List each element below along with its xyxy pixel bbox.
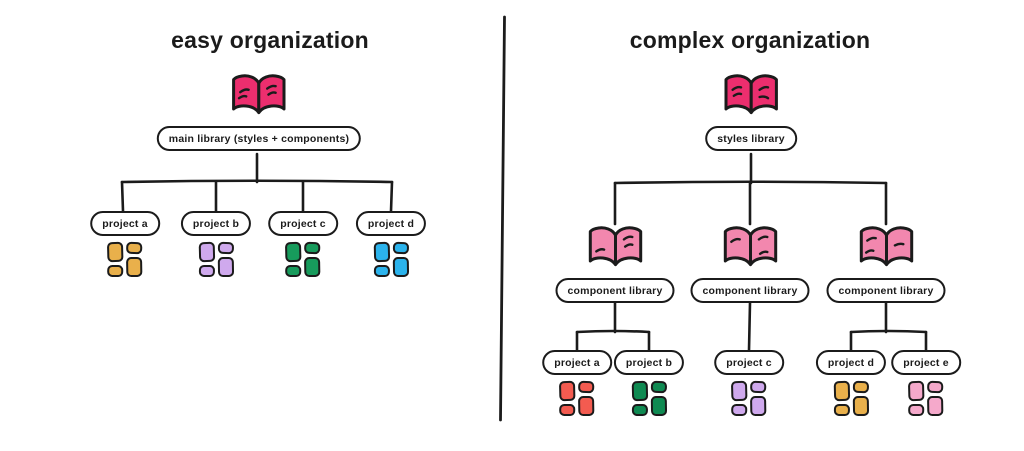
project-pill: project a	[542, 350, 612, 376]
component-swatch	[559, 380, 576, 402]
project-pill: project b	[613, 350, 685, 376]
component-swatch	[908, 380, 925, 402]
component-library-pill: component library	[690, 278, 810, 304]
component-swatch	[908, 403, 925, 417]
component-swatch	[650, 380, 667, 394]
component-swatch	[198, 264, 215, 278]
component-swatch	[559, 403, 576, 417]
library-book-icon	[585, 223, 645, 275]
project-node: project a	[90, 211, 160, 278]
project-node: project c	[714, 350, 784, 417]
component-swatch	[373, 241, 390, 263]
component-swatches	[373, 241, 409, 278]
project-node: project a	[542, 350, 612, 417]
component-swatch	[304, 256, 321, 278]
component-swatch	[217, 256, 234, 278]
project-node: project e	[891, 350, 961, 417]
project-pill: project d	[815, 350, 887, 376]
component-swatch	[927, 380, 944, 394]
component-swatches	[198, 241, 234, 278]
component-swatch	[631, 380, 648, 402]
component-swatches	[631, 380, 667, 417]
component-swatch	[107, 264, 124, 278]
project-node: project b	[180, 211, 252, 278]
main-library-pill: main library (styles + components)	[156, 126, 362, 152]
component-swatch	[107, 241, 124, 263]
left-panel-title: easy organization	[171, 27, 369, 53]
component-library-cluster: component library	[690, 223, 810, 304]
component-swatch	[833, 380, 850, 402]
project-pill: project c	[268, 211, 338, 237]
component-library-pill: component library	[826, 278, 946, 304]
right-panel-title: complex organization	[629, 27, 871, 53]
component-swatch	[731, 380, 748, 402]
project-node: project d	[815, 350, 887, 417]
component-swatch	[126, 241, 143, 255]
project-pill: project c	[714, 350, 784, 376]
component-swatch	[285, 264, 302, 278]
project-pill: project a	[90, 211, 160, 237]
project-pill: project e	[891, 350, 961, 376]
component-swatch	[631, 403, 648, 417]
component-swatch	[304, 241, 321, 255]
component-swatch	[285, 241, 302, 263]
project-node: project c	[268, 211, 338, 278]
library-book-icon	[720, 73, 782, 121]
component-swatch	[578, 380, 595, 394]
library-book-icon	[228, 73, 290, 121]
component-library-pill: component library	[555, 278, 675, 304]
project-node: project d	[355, 211, 427, 278]
component-swatches	[908, 380, 944, 417]
component-swatches	[559, 380, 595, 417]
component-swatch	[852, 380, 869, 394]
component-swatch	[927, 395, 944, 417]
component-swatch	[731, 403, 748, 417]
component-swatch	[392, 256, 409, 278]
library-book-icon	[856, 223, 916, 275]
component-swatches	[833, 380, 869, 417]
project-pill: project b	[180, 211, 252, 237]
component-swatch	[833, 403, 850, 417]
component-swatch	[852, 395, 869, 417]
component-swatch	[392, 241, 409, 255]
component-swatches	[107, 241, 143, 278]
component-swatch	[578, 395, 595, 417]
styles-library-cluster: styles library	[705, 73, 797, 152]
component-library-cluster: component library	[826, 223, 946, 304]
component-swatch	[650, 395, 667, 417]
component-swatch	[217, 241, 234, 255]
component-swatch	[126, 256, 143, 278]
styles-library-pill: styles library	[705, 126, 797, 152]
component-swatch	[750, 395, 767, 417]
project-node: project b	[613, 350, 685, 417]
component-library-cluster: component library	[555, 223, 675, 304]
panel-divider	[499, 15, 506, 422]
component-swatches	[285, 241, 321, 278]
component-swatch	[198, 241, 215, 263]
project-pill: project d	[355, 211, 427, 237]
main-library-cluster: main library (styles + components)	[156, 73, 362, 152]
component-swatch	[750, 380, 767, 394]
component-swatches	[731, 380, 767, 417]
component-swatch	[373, 264, 390, 278]
library-book-icon	[720, 223, 780, 275]
